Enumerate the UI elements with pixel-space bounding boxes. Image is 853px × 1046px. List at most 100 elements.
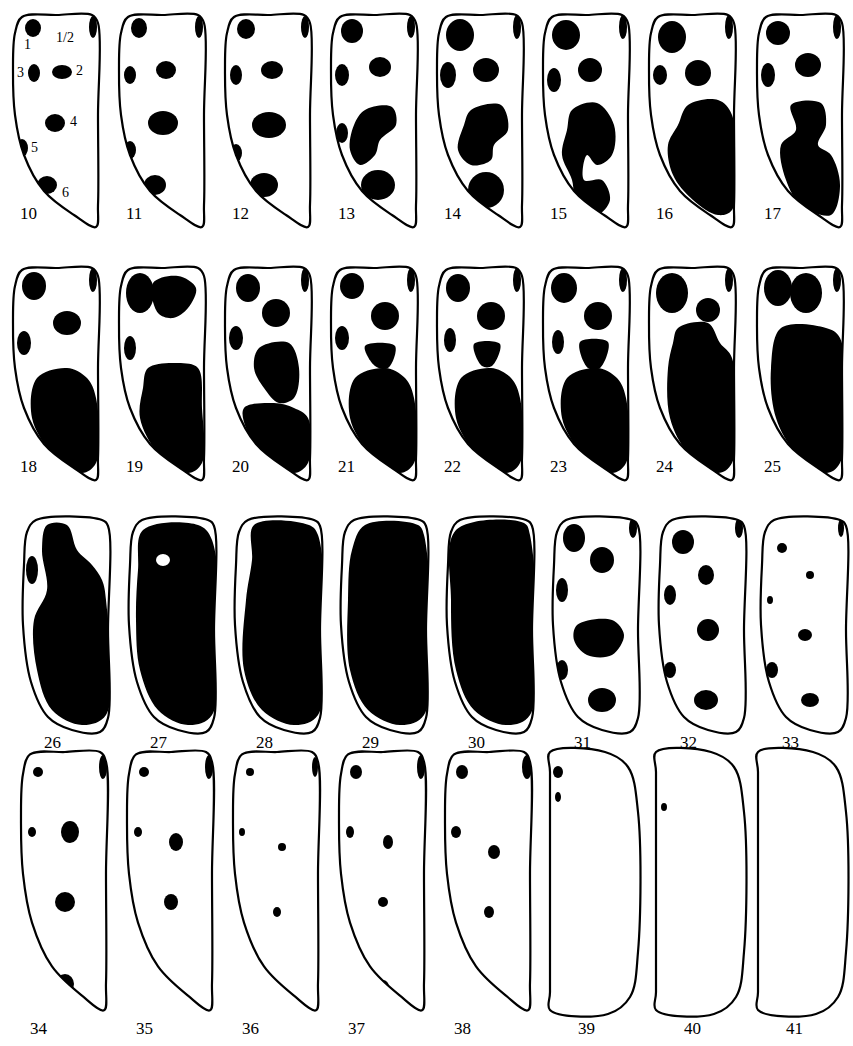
section-outline: [129, 516, 222, 733]
stained-region: [17, 331, 31, 355]
section-number: 27: [150, 734, 167, 751]
section-number: 13: [338, 205, 355, 222]
stained-region: [658, 21, 686, 53]
stained-region: [25, 19, 41, 37]
section-outline: [119, 266, 206, 480]
callout-number: 3: [17, 66, 24, 80]
stained-region: [124, 336, 136, 360]
stained-region: [449, 519, 538, 725]
section-number: 41: [786, 1020, 803, 1037]
stained-region: [555, 792, 561, 802]
stained-region: [672, 530, 694, 554]
stained-region: [563, 524, 585, 552]
section-number: 11: [126, 205, 142, 222]
stained-region: [685, 60, 711, 86]
stained-region: [456, 765, 468, 779]
stained-region: [766, 21, 790, 45]
stained-region: [274, 989, 280, 995]
stained-region: [790, 273, 822, 313]
callout-number: 1: [24, 38, 31, 52]
stained-region: [552, 20, 580, 50]
stained-region: [547, 68, 561, 92]
stained-region: [273, 907, 281, 917]
stained-region: [61, 821, 79, 843]
stained-region: [451, 946, 461, 958]
stained-region: [239, 828, 245, 836]
section-number: 30: [468, 734, 485, 751]
section-outline: [119, 13, 206, 227]
section-number: 19: [126, 458, 143, 475]
section-outline: [553, 516, 641, 733]
section-outline: [341, 516, 433, 733]
section-outline: [127, 750, 214, 1010]
stained-region: [26, 556, 38, 584]
section-number: 36: [242, 1020, 259, 1037]
section-outline: [21, 750, 108, 1010]
stained-region: [252, 112, 286, 138]
stained-region: [229, 326, 243, 350]
stained-region: [764, 270, 792, 306]
section-outline: [548, 748, 640, 1017]
section-number: 26: [44, 734, 61, 751]
stained-region: [136, 522, 222, 725]
callout-number: 4: [70, 115, 77, 129]
stained-region: [148, 111, 178, 135]
stained-region: [653, 65, 667, 85]
section-number: 23: [550, 458, 567, 475]
stained-region: [25, 938, 39, 956]
section-outline: [649, 266, 738, 480]
stained-region: [551, 273, 577, 303]
stained-region: [335, 64, 349, 86]
section-number: 35: [136, 1020, 153, 1037]
section-number: 38: [454, 1020, 471, 1037]
unstained-hole: [156, 554, 170, 566]
stained-region: [446, 274, 470, 302]
stained-region: [698, 565, 714, 585]
stained-region: [139, 767, 149, 777]
stained-region: [246, 768, 254, 776]
stained-region: [579, 339, 609, 370]
section-outline: [543, 13, 630, 227]
stained-region: [473, 58, 499, 82]
stained-region: [261, 61, 283, 79]
stained-region: [477, 302, 505, 330]
stained-region: [139, 363, 204, 473]
stained-region: [656, 273, 688, 313]
section-number: 40: [684, 1020, 701, 1037]
stained-region: [347, 521, 432, 725]
section-number: 31: [574, 734, 591, 751]
section-number: 34: [30, 1020, 47, 1037]
stained-region: [151, 276, 196, 318]
stained-region: [767, 596, 773, 604]
section-number: 24: [656, 458, 673, 475]
section-outline: [543, 266, 630, 480]
stained-region: [369, 57, 391, 77]
stained-region: [590, 547, 614, 573]
stained-region: [345, 940, 355, 954]
section-outline: [331, 13, 418, 227]
stained-region: [156, 61, 176, 79]
stained-region: [144, 175, 166, 195]
stained-region: [661, 803, 667, 811]
stained-region: [169, 833, 183, 851]
section-number: 25: [764, 458, 781, 475]
stained-region: [33, 767, 43, 777]
stained-region: [53, 311, 81, 335]
stained-region: [56, 974, 74, 994]
stained-region: [28, 64, 40, 82]
stained-region: [777, 543, 787, 553]
stained-region: [133, 939, 143, 955]
stained-region: [806, 571, 814, 579]
stained-region: [237, 19, 255, 39]
section-number: 33: [782, 734, 799, 751]
stained-region: [341, 19, 363, 43]
stained-region: [664, 585, 676, 605]
stained-region: [22, 272, 46, 300]
section-outline: [235, 516, 328, 733]
stained-region: [131, 18, 147, 38]
stained-region: [455, 368, 524, 473]
stained-region: [795, 53, 821, 77]
section-outline: [233, 750, 320, 1010]
stained-region: [556, 578, 568, 602]
